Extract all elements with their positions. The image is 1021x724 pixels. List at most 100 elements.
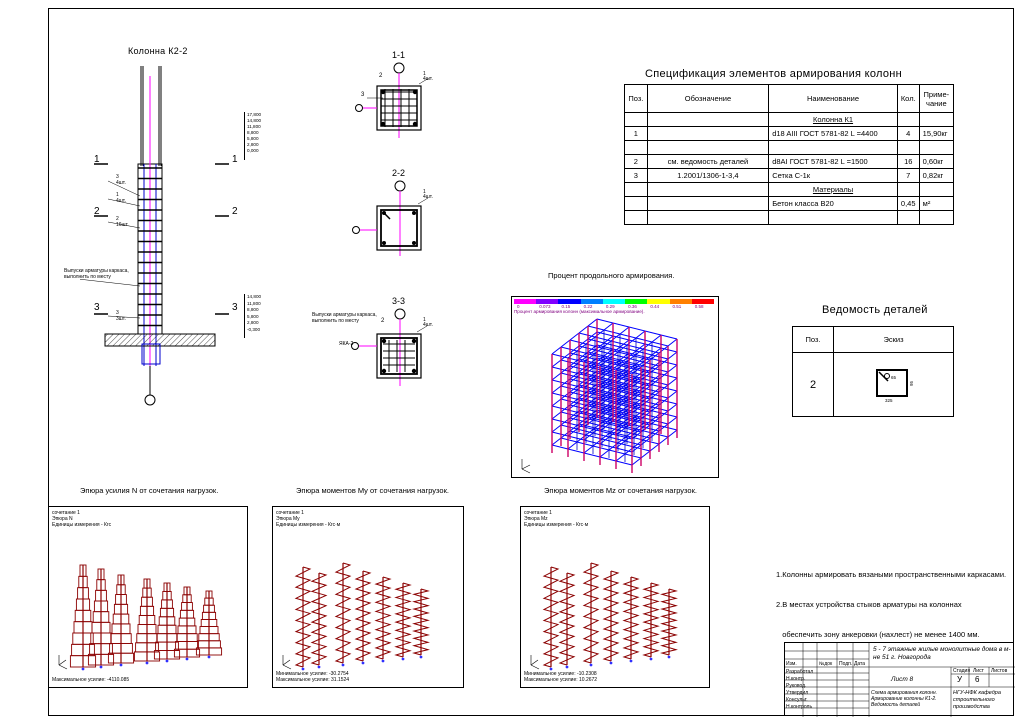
frame-member xyxy=(592,406,610,412)
frame-member xyxy=(592,367,610,373)
diagram-stroke xyxy=(165,659,169,663)
title-block-sheet-title: Лист 8 xyxy=(891,676,914,683)
frame-member xyxy=(649,365,660,374)
frame-member xyxy=(551,431,569,437)
frame-member xyxy=(660,347,678,353)
diagram-stroke xyxy=(582,562,600,575)
frame-member xyxy=(631,366,642,375)
frame-member xyxy=(644,343,662,349)
diagram-stroke xyxy=(582,584,600,597)
frame-member xyxy=(560,339,571,348)
spec-cell xyxy=(918,182,955,197)
frame-member xyxy=(615,362,626,371)
frame-member xyxy=(658,436,669,445)
spec-cell-name xyxy=(768,140,898,155)
frame-member xyxy=(599,449,610,458)
diagram-stroke xyxy=(660,639,678,649)
frame-member xyxy=(569,332,580,341)
section-mark-3-right: 3 xyxy=(232,302,238,313)
frame-member xyxy=(599,397,610,406)
stirrup-dim-hook: 65 xyxy=(891,375,897,380)
diagram-stroke xyxy=(530,659,539,666)
spec-cell-pos xyxy=(624,196,648,211)
spec-cell-pos xyxy=(624,140,648,155)
diagram-stroke xyxy=(558,654,576,666)
diagram-stroke xyxy=(602,610,620,622)
spec-cell-qty: 7 xyxy=(896,168,920,183)
frame-member xyxy=(667,338,678,347)
frame-member xyxy=(587,351,605,357)
title-block-grid xyxy=(785,643,1015,717)
frame-member xyxy=(649,430,660,439)
frame-member xyxy=(651,432,669,438)
frame-member xyxy=(587,377,605,383)
reinforcement-title: Процент продольного армирования. xyxy=(548,271,675,280)
frame-member xyxy=(617,364,635,370)
diagram-stroke xyxy=(341,663,345,667)
diagram-stroke xyxy=(374,594,392,605)
frame-member xyxy=(560,437,578,443)
frame-member xyxy=(587,318,598,327)
frame-member xyxy=(612,335,630,341)
scale-swatch xyxy=(602,299,626,304)
frame-member xyxy=(551,424,562,433)
frame-member xyxy=(599,410,610,419)
frame-member xyxy=(569,352,587,358)
diagram-stroke xyxy=(334,606,352,620)
spec-section-name: Колонна К1 xyxy=(768,112,898,127)
frame-member xyxy=(592,393,610,399)
frame-member xyxy=(628,326,646,332)
frame-member xyxy=(660,360,678,366)
frame-member xyxy=(633,446,651,452)
frame-member xyxy=(587,364,605,370)
spec-cell-desig xyxy=(646,196,770,211)
scale-swatch xyxy=(669,299,692,304)
details-header-pos: Поз. xyxy=(792,326,834,353)
frame-member xyxy=(578,384,596,390)
diagram-stroke xyxy=(582,573,600,586)
frame-member xyxy=(603,322,614,331)
spec-cell-desig xyxy=(646,140,770,155)
frame-member xyxy=(631,431,642,440)
diagram-stroke xyxy=(542,599,560,612)
frame-member xyxy=(644,330,662,336)
diagram-stroke xyxy=(207,655,211,659)
section-1-title: 1-1 xyxy=(392,50,406,60)
frame-member xyxy=(624,375,642,381)
diagram-stroke xyxy=(58,664,68,670)
diagram-stroke xyxy=(642,623,660,633)
frame-member xyxy=(551,437,562,446)
diagram-stroke xyxy=(394,623,412,633)
frame-member xyxy=(633,348,644,357)
frame-member xyxy=(651,334,662,343)
frame-member xyxy=(660,386,678,392)
frame-member xyxy=(601,340,612,349)
diagram-stroke xyxy=(609,661,613,665)
spec-section-name: Материалы xyxy=(768,182,898,197)
frame-member xyxy=(635,343,646,352)
frame-member xyxy=(551,398,562,407)
spec-cell-desig: см. ведомость деталей xyxy=(646,154,770,169)
title-block-project: 5 - 7 этажные жилые монолитные дома в м-… xyxy=(873,646,1011,661)
spec-cell xyxy=(918,112,955,127)
diagram-stroke xyxy=(542,622,560,635)
diagram-stroke xyxy=(334,562,352,575)
section-mark-1-right: 1 xyxy=(232,154,238,165)
section-1-pos-mid: 2 xyxy=(379,73,383,79)
details-header-sketch: Эскиз xyxy=(833,326,954,353)
frame-member xyxy=(603,394,621,400)
diagram-stroke xyxy=(622,585,640,596)
section-1-drawing xyxy=(355,62,430,138)
frame-member xyxy=(660,334,678,340)
diagram-stroke xyxy=(412,639,430,649)
frame-member xyxy=(551,411,562,420)
reinforcement-scale-bar xyxy=(514,299,714,304)
spec-table: Поз. Обозначение Наименование Кол. Приме… xyxy=(624,84,955,225)
frame-member xyxy=(633,355,651,361)
